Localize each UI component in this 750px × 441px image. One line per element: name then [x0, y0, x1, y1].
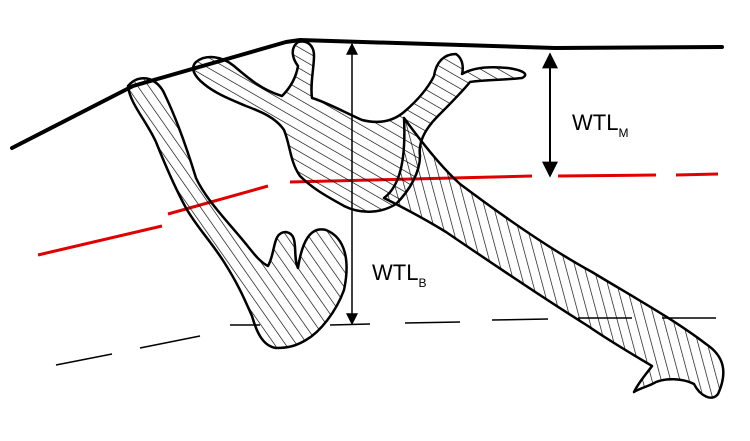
wtl-m-label-sub: M [618, 126, 628, 140]
wtl-m-label-main: WTL [572, 110, 618, 135]
ground-surface-line [10, 38, 724, 150]
wtl-b-label-main: WTL [372, 260, 418, 285]
main-cave-chamber [192, 40, 527, 213]
descending-cave-passage [382, 116, 725, 399]
wtl-b-label-sub: B [418, 276, 426, 290]
wtl-m-label: WTLM [572, 110, 628, 140]
left-cave-passage [126, 76, 348, 350]
wtl-b-label: WTLB [372, 260, 426, 290]
